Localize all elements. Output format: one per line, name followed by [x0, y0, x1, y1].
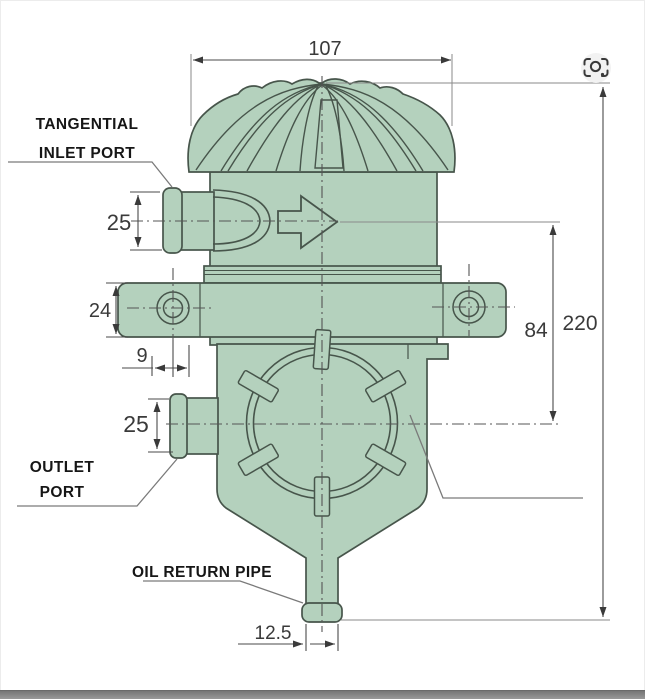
bottom-bar	[0, 690, 645, 699]
dimension-9: 9	[122, 345, 190, 377]
label-outlet: OUTLET	[30, 459, 95, 476]
label-inlet-port: INLET PORT	[39, 145, 135, 162]
dim-overall-height: 220	[562, 312, 597, 335]
callouts: TANGENTIAL INLET PORT OUTLET PORT OIL RE…	[8, 116, 583, 604]
cap-fins	[195, 83, 449, 172]
dimension-107: 107	[190, 38, 453, 126]
label-port: PORT	[40, 484, 85, 501]
clamp-tabs	[237, 328, 407, 517]
lens-search-icon	[583, 58, 609, 77]
dim-return-pipe: 12.5	[255, 623, 292, 644]
dimension-84: 84	[340, 221, 560, 421]
dim-top-width: 107	[308, 38, 341, 60]
dim-inlet-outlet-height: 84	[524, 319, 548, 342]
centerlines	[127, 76, 558, 632]
dimension-outlet-25: 25	[123, 398, 173, 453]
dimension-220: 220	[326, 82, 610, 621]
dim-inlet-port: 25	[107, 210, 131, 235]
image-search-button[interactable]	[581, 53, 611, 83]
housing-leader-line	[409, 414, 583, 499]
dimension-inlet-25: 25	[107, 191, 162, 251]
dim-hole-offset: 9	[136, 345, 147, 367]
inlet-leader-line	[8, 161, 173, 188]
outlet-flange	[169, 393, 188, 459]
dimension-12-5: 12.5	[238, 623, 339, 651]
label-tangential: TANGENTIAL	[36, 116, 139, 133]
flow-direction-arrow	[277, 194, 339, 250]
dimension-24: 24	[89, 282, 128, 338]
outlet-port	[169, 393, 219, 459]
dim-bracket-height: 24	[89, 300, 111, 322]
label-oil-return-pipe: OIL RETURN PIPE	[132, 564, 272, 581]
oil-return-leader-line	[143, 580, 304, 604]
outlet-leader-line	[17, 458, 178, 507]
dim-outlet-port: 25	[123, 411, 149, 437]
inlet-port	[162, 187, 271, 254]
separator-body	[117, 78, 507, 623]
